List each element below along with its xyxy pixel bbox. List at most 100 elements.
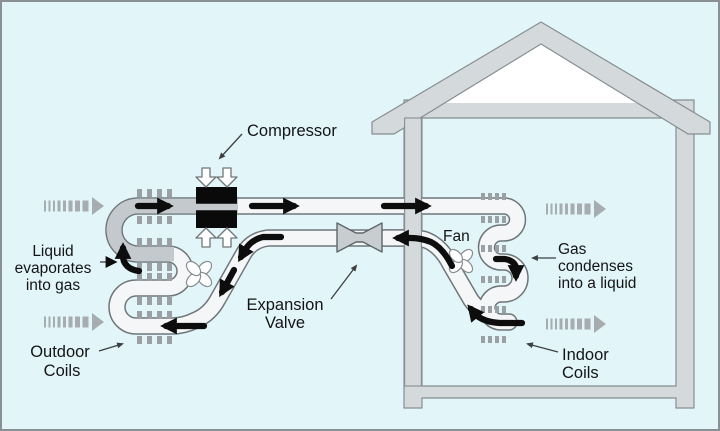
coil-fin — [157, 311, 162, 319]
coil-fin — [157, 238, 162, 246]
coil-fin — [137, 297, 142, 305]
compressor-pointer — [218, 133, 243, 160]
air-flow-arrow — [546, 200, 606, 218]
coil-fin — [481, 216, 485, 223]
fan-icon — [185, 260, 213, 288]
coil-fin — [137, 311, 142, 319]
fan-icon — [448, 248, 474, 274]
coil-fin — [147, 297, 152, 305]
coil-fin — [157, 297, 162, 305]
gas-condenses-label-line3: into a liquid — [558, 275, 636, 292]
air-flow-arrow — [44, 313, 104, 331]
coil-fin — [167, 263, 172, 271]
coil-fin — [502, 306, 506, 313]
coil-fin — [502, 216, 506, 223]
flow-arrow — [467, 304, 526, 327]
coil-fin — [481, 336, 485, 343]
house-left-wall-overlay — [404, 117, 422, 387]
coil-fin — [495, 216, 499, 223]
coil-fin — [481, 193, 485, 200]
indoor-pointer — [525, 342, 559, 353]
coil-fin — [481, 245, 485, 252]
coil-fin — [495, 336, 499, 343]
coil-fin — [488, 216, 492, 223]
house-frame — [403, 99, 695, 409]
up-arrow-icon — [216, 227, 238, 248]
coil-fin — [488, 276, 492, 283]
coil-fin — [137, 273, 142, 281]
attic-interior — [412, 40, 670, 103]
coil-fin — [157, 263, 162, 271]
coil-fin — [137, 263, 142, 271]
coil-fin — [495, 245, 499, 252]
liquid-evaporates-label-line1: Liquid — [32, 243, 73, 260]
indoor-coils-label-line1: Indoor — [562, 346, 609, 364]
fan-icons — [185, 248, 474, 288]
coil-fin — [167, 189, 172, 197]
flow-arrow — [392, 229, 456, 270]
fan-label: Fan — [443, 228, 470, 245]
gas-condenses-label-line1: Gas — [558, 241, 587, 258]
air-flow-arrow — [546, 315, 606, 333]
label-pointers — [98, 133, 559, 353]
down-arrow-icon — [216, 167, 238, 188]
expansion-valve-icon — [336, 222, 383, 253]
coil-fin — [137, 216, 142, 224]
coil-fin — [167, 297, 172, 305]
coil-fin — [167, 311, 172, 319]
flow-arrow — [492, 255, 525, 282]
compressor-label: Compressor — [247, 122, 337, 140]
coil-fin — [147, 189, 152, 197]
coil-fin — [495, 193, 499, 200]
coil-fin — [495, 306, 499, 313]
coil-fin — [157, 273, 162, 281]
coil-fin — [502, 245, 506, 252]
coil-fin — [147, 216, 152, 224]
airflow-arrows — [44, 197, 606, 333]
compressor-flow-arrows — [195, 167, 238, 248]
coil-fin — [167, 336, 172, 344]
coil-fin — [137, 238, 142, 246]
outdoor-coils-label-line2: Coils — [44, 362, 81, 380]
expansion-valve-label-line2: Valve — [265, 314, 305, 332]
coil-fin — [167, 273, 172, 281]
coil-fin — [488, 193, 492, 200]
coil-fin — [167, 238, 172, 246]
flow-arrow — [237, 233, 285, 263]
compressor-unit — [195, 167, 238, 248]
coil-fin — [137, 189, 142, 197]
expansion-valve-label-line1: Expansion — [246, 296, 323, 314]
up-arrow-icon — [195, 227, 217, 248]
coil-fin — [157, 336, 162, 344]
coil-fin — [481, 276, 485, 283]
indoor-coils-label-line2: Coils — [562, 364, 599, 382]
outdoor-coils-label-line1: Outdoor — [30, 343, 90, 361]
coil-fin — [147, 336, 152, 344]
labels: Compressor Liquid evaporates into gas Ex… — [15, 122, 637, 382]
flow-arrow — [114, 242, 143, 275]
outdoor-pointer — [98, 342, 125, 352]
coil-fin — [488, 336, 492, 343]
coil-fin — [495, 276, 499, 283]
liquid-evaporates-label-line2: evaporates — [15, 260, 92, 277]
gas-condenses-label-line2: condenses — [558, 258, 633, 275]
down-arrow-icon — [195, 167, 217, 188]
air-flow-arrow — [44, 197, 104, 215]
coil-fins — [137, 189, 506, 344]
coil-fin — [157, 216, 162, 224]
coil-fin — [147, 273, 152, 281]
coil-fin — [502, 193, 506, 200]
flow-arrow — [218, 266, 238, 298]
coil-fin — [502, 276, 506, 283]
coil-fin — [147, 263, 152, 271]
coil-fin — [167, 216, 172, 224]
coil-fin — [157, 189, 162, 197]
flow-arrows — [114, 197, 526, 335]
coil-fin — [147, 238, 152, 246]
coil-fin — [488, 245, 492, 252]
coil-fin — [488, 306, 492, 313]
coil-fin — [481, 306, 485, 313]
coil-fin — [502, 336, 506, 343]
